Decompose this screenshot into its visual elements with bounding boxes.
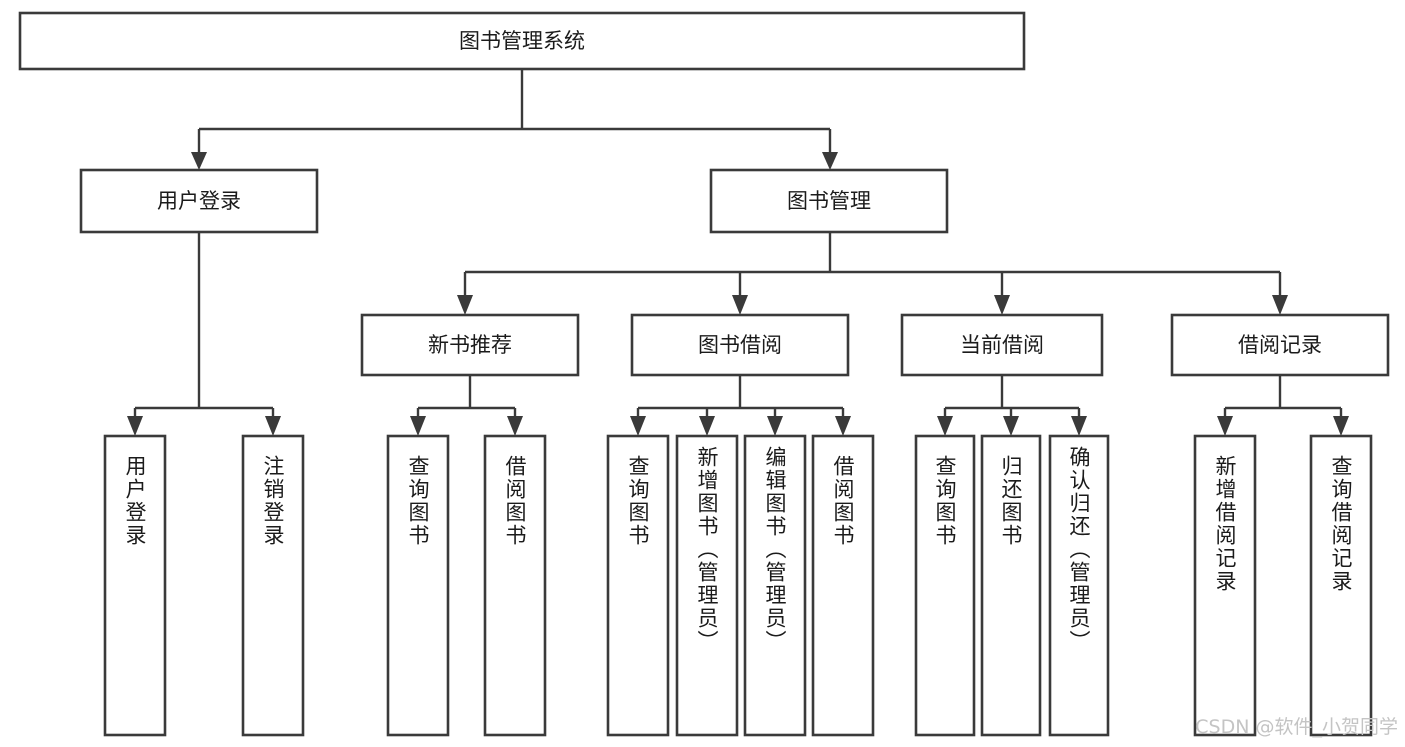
node-leaf-add-record-box[interactable] bbox=[1193, 434, 1257, 737]
node-leaf-add-book-label: 新增图书（管理员） bbox=[695, 446, 719, 653]
node-leaf-query-book-1-box[interactable] bbox=[386, 434, 450, 737]
arrow-to-leaf-borrow-book-1 bbox=[507, 416, 523, 436]
node-leaf-query-book-2[interactable]: 查询图书 bbox=[606, 434, 670, 737]
arrow-to-leaf-user-logout bbox=[265, 416, 281, 436]
node-leaf-return-book-label: 归还图书 bbox=[999, 455, 1023, 547]
node-leaf-query-book-3-label: 查询图书 bbox=[933, 455, 957, 547]
node-user-login-box[interactable] bbox=[79, 168, 319, 234]
node-leaf-return-book-box[interactable] bbox=[980, 434, 1042, 737]
arrow-to-leaf-query-book-1 bbox=[410, 416, 426, 436]
node-book-borrow[interactable]: 图书借阅 bbox=[630, 313, 850, 377]
watermark-label: CSDN @软件_小贺同学 bbox=[1195, 716, 1398, 738]
node-user-login-label: 用户登录 bbox=[157, 189, 241, 213]
node-leaf-borrow-book-2[interactable]: 借阅图书 bbox=[811, 434, 875, 737]
node-leaf-confirm-return-box[interactable] bbox=[1048, 434, 1110, 737]
node-book-manage-box[interactable] bbox=[709, 168, 949, 234]
node-leaf-confirm-return[interactable]: 确认归还（管理员） bbox=[1048, 434, 1110, 737]
node-leaf-return-book[interactable]: 归还图书 bbox=[980, 434, 1042, 737]
arrow-to-book-borrow bbox=[732, 295, 748, 315]
arrow-to-leaf-return-book bbox=[1003, 416, 1019, 436]
node-borrow-record[interactable]: 借阅记录 bbox=[1170, 313, 1390, 377]
node-user-login[interactable]: 用户登录 bbox=[79, 168, 319, 234]
arrow-to-user-login bbox=[191, 152, 207, 170]
arrow-to-leaf-edit-book bbox=[767, 416, 783, 436]
node-book-manage[interactable]: 图书管理 bbox=[709, 168, 949, 234]
arrow-to-leaf-user-login bbox=[127, 416, 143, 436]
node-leaf-query-book-3[interactable]: 查询图书 bbox=[914, 434, 976, 737]
node-current-borrow-box[interactable] bbox=[900, 313, 1104, 377]
node-leaf-borrow-book-2-label: 借阅图书 bbox=[831, 455, 855, 547]
node-root-label: 图书管理系统 bbox=[459, 29, 585, 53]
node-new-book-recommend-label: 新书推荐 bbox=[428, 333, 512, 357]
node-root-box[interactable] bbox=[18, 11, 1026, 71]
arrow-to-new-book-recommend bbox=[457, 295, 473, 315]
node-leaf-add-book[interactable]: 新增图书（管理员） bbox=[675, 434, 739, 737]
node-book-manage-label: 图书管理 bbox=[787, 189, 871, 213]
node-leaf-query-record[interactable]: 查询借阅记录 bbox=[1309, 434, 1373, 737]
node-new-book-recommend[interactable]: 新书推荐 bbox=[360, 313, 580, 377]
node-leaf-edit-book-label: 编辑图书（管理员） bbox=[763, 446, 787, 653]
connector-layer bbox=[127, 69, 1349, 436]
arrow-to-leaf-add-record bbox=[1217, 416, 1233, 436]
node-leaf-borrow-book-2-box[interactable] bbox=[811, 434, 875, 737]
arrow-to-current-borrow bbox=[994, 295, 1010, 315]
node-leaf-user-login-box[interactable] bbox=[103, 434, 167, 737]
node-leaf-user-login-label: 用户登录 bbox=[123, 455, 147, 547]
node-leaf-user-logout[interactable]: 注销登录 bbox=[241, 434, 305, 737]
node-leaf-query-record-box[interactable] bbox=[1309, 434, 1373, 737]
arrow-to-book-manage bbox=[822, 152, 838, 170]
node-leaf-borrow-book-1-box[interactable] bbox=[483, 434, 547, 737]
node-leaf-edit-book-box[interactable] bbox=[743, 434, 807, 737]
node-book-borrow-label: 图书借阅 bbox=[698, 333, 782, 357]
arrow-to-leaf-query-book-2 bbox=[630, 416, 646, 436]
node-leaf-user-login[interactable]: 用户登录 bbox=[103, 434, 167, 737]
node-new-book-recommend-box[interactable] bbox=[360, 313, 580, 377]
node-leaf-borrow-book-1-label: 借阅图书 bbox=[503, 455, 527, 547]
node-leaf-query-book-2-box[interactable] bbox=[606, 434, 670, 737]
node-book-borrow-box[interactable] bbox=[630, 313, 850, 377]
node-leaf-query-book-1[interactable]: 查询图书 bbox=[386, 434, 450, 737]
node-leaf-query-book-3-box[interactable] bbox=[914, 434, 976, 737]
node-leaf-add-book-box[interactable] bbox=[675, 434, 739, 737]
node-leaf-confirm-return-label: 确认归还（管理员） bbox=[1067, 446, 1091, 653]
arrow-to-leaf-borrow-book-2 bbox=[835, 416, 851, 436]
node-leaf-query-book-2-label: 查询图书 bbox=[626, 455, 650, 547]
node-leaf-borrow-book-1[interactable]: 借阅图书 bbox=[483, 434, 547, 737]
node-leaf-edit-book[interactable]: 编辑图书（管理员） bbox=[743, 434, 807, 737]
node-borrow-record-label: 借阅记录 bbox=[1238, 333, 1322, 357]
node-leaf-query-record-label: 查询借阅记录 bbox=[1329, 455, 1353, 593]
node-leaf-user-logout-label: 注销登录 bbox=[261, 455, 285, 547]
node-leaf-query-book-1-label: 查询图书 bbox=[406, 455, 430, 547]
arrow-to-leaf-confirm-return bbox=[1071, 416, 1087, 436]
arrow-to-leaf-add-book bbox=[699, 416, 715, 436]
arrow-to-leaf-query-record bbox=[1333, 416, 1349, 436]
node-leaf-add-record[interactable]: 新增借阅记录 bbox=[1193, 434, 1257, 737]
arrow-to-leaf-query-book-3 bbox=[937, 416, 953, 436]
node-leaf-add-record-label: 新增借阅记录 bbox=[1213, 455, 1237, 593]
node-current-borrow-label: 当前借阅 bbox=[960, 333, 1044, 357]
node-borrow-record-box[interactable] bbox=[1170, 313, 1390, 377]
node-leaf-user-logout-box[interactable] bbox=[241, 434, 305, 737]
node-root[interactable]: 图书管理系统 bbox=[18, 11, 1026, 71]
node-current-borrow[interactable]: 当前借阅 bbox=[900, 313, 1104, 377]
arrow-to-borrow-record bbox=[1272, 295, 1288, 315]
